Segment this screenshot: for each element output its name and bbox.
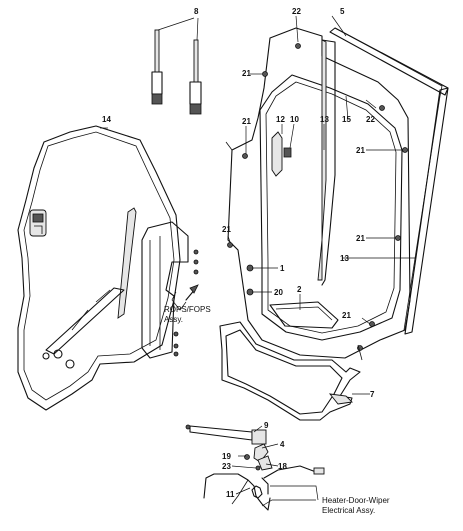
harness-note-line2: Electrical Assy. bbox=[322, 506, 375, 515]
callout-21e: 21 bbox=[356, 234, 365, 243]
callout-labels: 8 22 5 21 14 12 10 13 15 22 21 21 21 21 … bbox=[102, 7, 375, 499]
callout-13: 13 bbox=[320, 115, 329, 124]
callout-4: 4 bbox=[280, 440, 285, 449]
callout-8: 8 bbox=[194, 7, 199, 16]
harness-note-line1: Heater-Door-Wiper bbox=[322, 496, 390, 505]
door-handle bbox=[29, 209, 47, 237]
callout-22b: 22 bbox=[366, 115, 375, 124]
callout-21d: 21 bbox=[222, 225, 231, 234]
callout-21: 21 bbox=[242, 69, 251, 78]
door-panel bbox=[17, 125, 181, 411]
callout-9: 9 bbox=[264, 421, 269, 430]
callout-1: 1 bbox=[280, 264, 285, 273]
wiper-assembly bbox=[42, 207, 137, 369]
callout-7: 7 bbox=[370, 390, 375, 399]
callout-11: 11 bbox=[226, 490, 235, 499]
gas-struts bbox=[151, 29, 202, 115]
callout-21c: 21 bbox=[356, 146, 365, 155]
callout-19: 19 bbox=[222, 452, 231, 461]
assembly-notes: ROPS/FOPS Assy. Heater-Door-Wiper Electr… bbox=[164, 305, 390, 515]
small-brackets bbox=[244, 443, 273, 471]
fasteners bbox=[227, 43, 408, 361]
door-glass bbox=[329, 27, 449, 335]
callout-2: 2 bbox=[297, 285, 302, 294]
rops-note-line2: Assy. bbox=[164, 315, 183, 324]
door-seals bbox=[317, 39, 336, 286]
leader-lines bbox=[100, 15, 416, 507]
callout-21b: 21 bbox=[242, 117, 251, 126]
callout-21f: 21 bbox=[342, 311, 351, 320]
lower-gas-strut bbox=[185, 424, 267, 445]
callout-15: 15 bbox=[342, 115, 351, 124]
callout-23: 23 bbox=[222, 462, 231, 471]
callout-10: 10 bbox=[290, 115, 299, 124]
callout-13b: 13 bbox=[340, 254, 349, 263]
lower-frame bbox=[219, 321, 361, 421]
hinge-bracket bbox=[141, 221, 199, 359]
callout-14: 14 bbox=[102, 115, 111, 124]
callout-12: 12 bbox=[276, 115, 285, 124]
bottom-seal bbox=[269, 301, 339, 329]
rops-note-line1: ROPS/FOPS bbox=[164, 305, 211, 314]
door-latch bbox=[271, 131, 292, 177]
rops-arrow bbox=[185, 284, 199, 301]
callout-20: 20 bbox=[274, 288, 283, 297]
door-frame bbox=[225, 27, 411, 359]
callout-18: 18 bbox=[278, 462, 287, 471]
callout-22: 22 bbox=[292, 7, 301, 16]
wire-harness bbox=[203, 465, 325, 511]
callout-5: 5 bbox=[340, 7, 345, 16]
